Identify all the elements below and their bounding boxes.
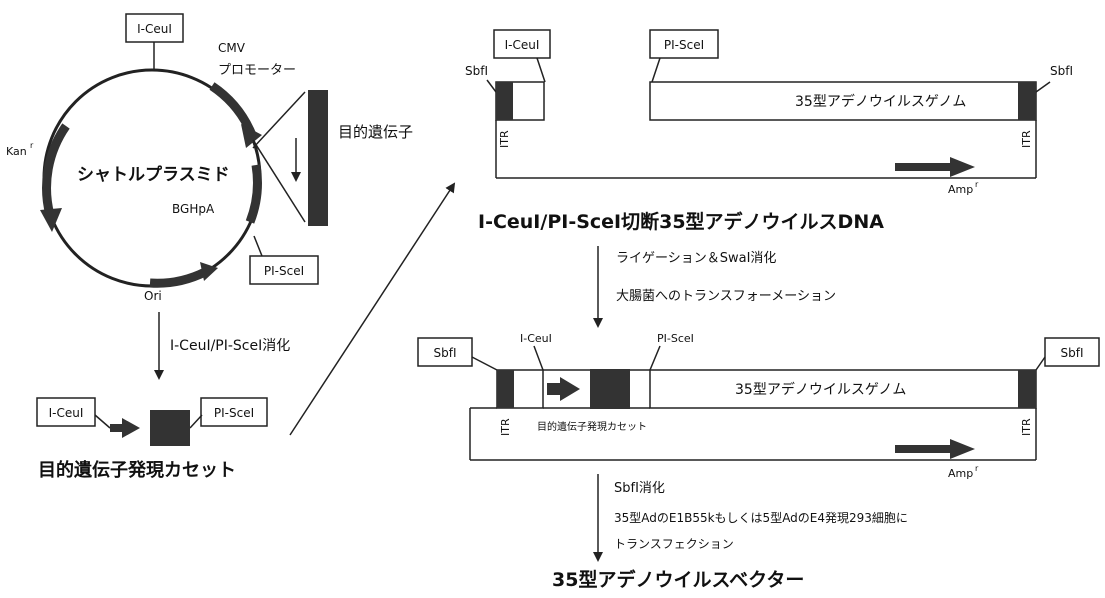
iceul-site-label: I-CeuI [137, 22, 172, 36]
iceul-site-box [125, 13, 184, 43]
cut-dna-title: I-CeuI/PI-SceI切断35型アデノウイルスDNA [478, 210, 884, 233]
pisce-site-pointer [253, 235, 263, 257]
step2-line2: 35型AdのE1B55kもしくは5型AdのE4発現293細胞に [614, 511, 908, 525]
cassette-pisce-box [200, 397, 268, 427]
cmv-arrowhead [241, 124, 262, 148]
cassette-pisce-label: PI-SceI [214, 406, 254, 420]
bottom-right-itr [1018, 370, 1036, 408]
bottom-iceul-label: I-CeuI [520, 332, 552, 345]
top-pisce-label: PI-SceI [664, 38, 704, 52]
bottom-genome-label: 35型アデノウイルスゲノム [735, 381, 906, 398]
final-vector-title: 35型アデノウイルスベクター [552, 568, 804, 591]
expression-cassette: I-CeuI PI-SceI [36, 397, 268, 446]
promoter-label: プロモーター [218, 63, 296, 78]
cassette-iceul-box [36, 397, 96, 427]
bottom-genome-box [649, 369, 1037, 409]
step1-line2: 大腸菌へのトランスフォーメーション [616, 289, 836, 304]
bottom-pisce-label: PI-SceI [657, 332, 694, 345]
bottom-gene-block [590, 369, 630, 409]
bottom-amp-superscript: r [975, 464, 979, 473]
cmv-label: CMV [218, 41, 246, 55]
step2-line1: SbfI消化 [614, 481, 665, 496]
top-amp-arrow [895, 157, 975, 177]
cut-adenovirus-dna: I-CeuI PI-SceI SbfI SbfI 35型アデノウイルスゲノム I… [465, 29, 1073, 196]
bottom-left-itr [497, 370, 514, 408]
bghpa-arc [245, 164, 262, 224]
bottom-pisce-pointer [649, 345, 661, 371]
kan-arc [42, 123, 70, 217]
top-pisce-pointer [651, 57, 661, 83]
top-sbf-right-label: SbfI [1050, 64, 1073, 78]
kan-superscript: r [30, 141, 34, 150]
top-iceul-box [493, 29, 551, 59]
top-iceul-pointer [536, 57, 546, 83]
gene-label: 目的遺伝子 [338, 123, 413, 141]
ori-arrowhead [200, 262, 218, 281]
bottom-sbf-right-box [1044, 337, 1100, 367]
bottom-sbf-left-label: SbfI [434, 346, 457, 360]
cassette-promoter-arrow [110, 418, 140, 438]
bottom-sbf-right-label: SbfI [1061, 346, 1084, 360]
cassette-pisce-pointer [189, 414, 203, 429]
ori-arc [149, 267, 207, 288]
top-left-itr [496, 82, 513, 120]
bottom-sbf-right-pointer [1035, 356, 1046, 371]
top-itr-left-label: ITR [498, 130, 511, 148]
insert-line-top [252, 91, 306, 149]
shuttle-plasmid: I-CeuI CMV プロモーター 目的遺伝子 Kan r シャトルプラスミド … [6, 13, 413, 303]
top-sbf-right-pointer [1035, 81, 1051, 93]
top-genome-label: 35型アデノウイルスゲノム [795, 93, 966, 110]
bottom-iceul-pointer [533, 345, 544, 371]
recombinant-adenovirus-dna: SbfI SbfI I-CeuI PI-SceI 35型アデノウイルスゲノム I… [417, 332, 1100, 480]
bghpa-label: BGHpA [172, 202, 215, 216]
ori-label: Ori [144, 289, 162, 303]
cassette-title: 目的遺伝子発現カセット [38, 459, 236, 481]
cassette-iceul-label: I-CeuI [49, 406, 84, 420]
pisce-site-box [249, 255, 319, 285]
diagonal-arrow [289, 182, 456, 436]
bottom-sbf-left-pointer [471, 356, 498, 371]
cassette-iceul-pointer [94, 414, 111, 429]
kan-arrowhead [40, 208, 62, 232]
top-pisce-box [649, 29, 719, 59]
bottom-promoter-arrow [547, 377, 580, 401]
cassette-gene-block [150, 410, 190, 446]
insert-line-bottom [252, 139, 306, 223]
pisce-site-label: PI-SceI [264, 264, 304, 278]
kan-label: Kan [6, 145, 27, 158]
plasmid-name: シャトルプラスミド [77, 164, 230, 185]
bottom-amp-label: Amp [948, 467, 973, 480]
top-amp-label: Amp [948, 183, 973, 196]
bottom-cassette-label: 目的遺伝子発現カセット [537, 420, 647, 433]
top-right-itr [1018, 82, 1036, 120]
bottom-sbf-left-box [417, 337, 473, 367]
top-sbf-left-pointer [486, 79, 497, 93]
digest-label: I-CeuI/PI-SceI消化 [170, 338, 290, 354]
top-genome-box [649, 81, 1037, 121]
step1-line1: ライゲーション＆SwaI消化 [616, 251, 776, 266]
bottom-itr-right-label: ITR [1020, 418, 1033, 436]
top-itr-right-label: ITR [1020, 130, 1033, 148]
top-iceul-label: I-CeuI [505, 38, 540, 52]
top-sbf-left-label: SbfI [465, 64, 488, 78]
top-amp-superscript: r [975, 180, 979, 189]
bottom-amp-arrow [895, 439, 975, 459]
bottom-itr-left-label: ITR [499, 418, 512, 436]
step2-line3: トランスフェクション [614, 537, 734, 551]
gene-of-interest-bar [308, 90, 328, 226]
